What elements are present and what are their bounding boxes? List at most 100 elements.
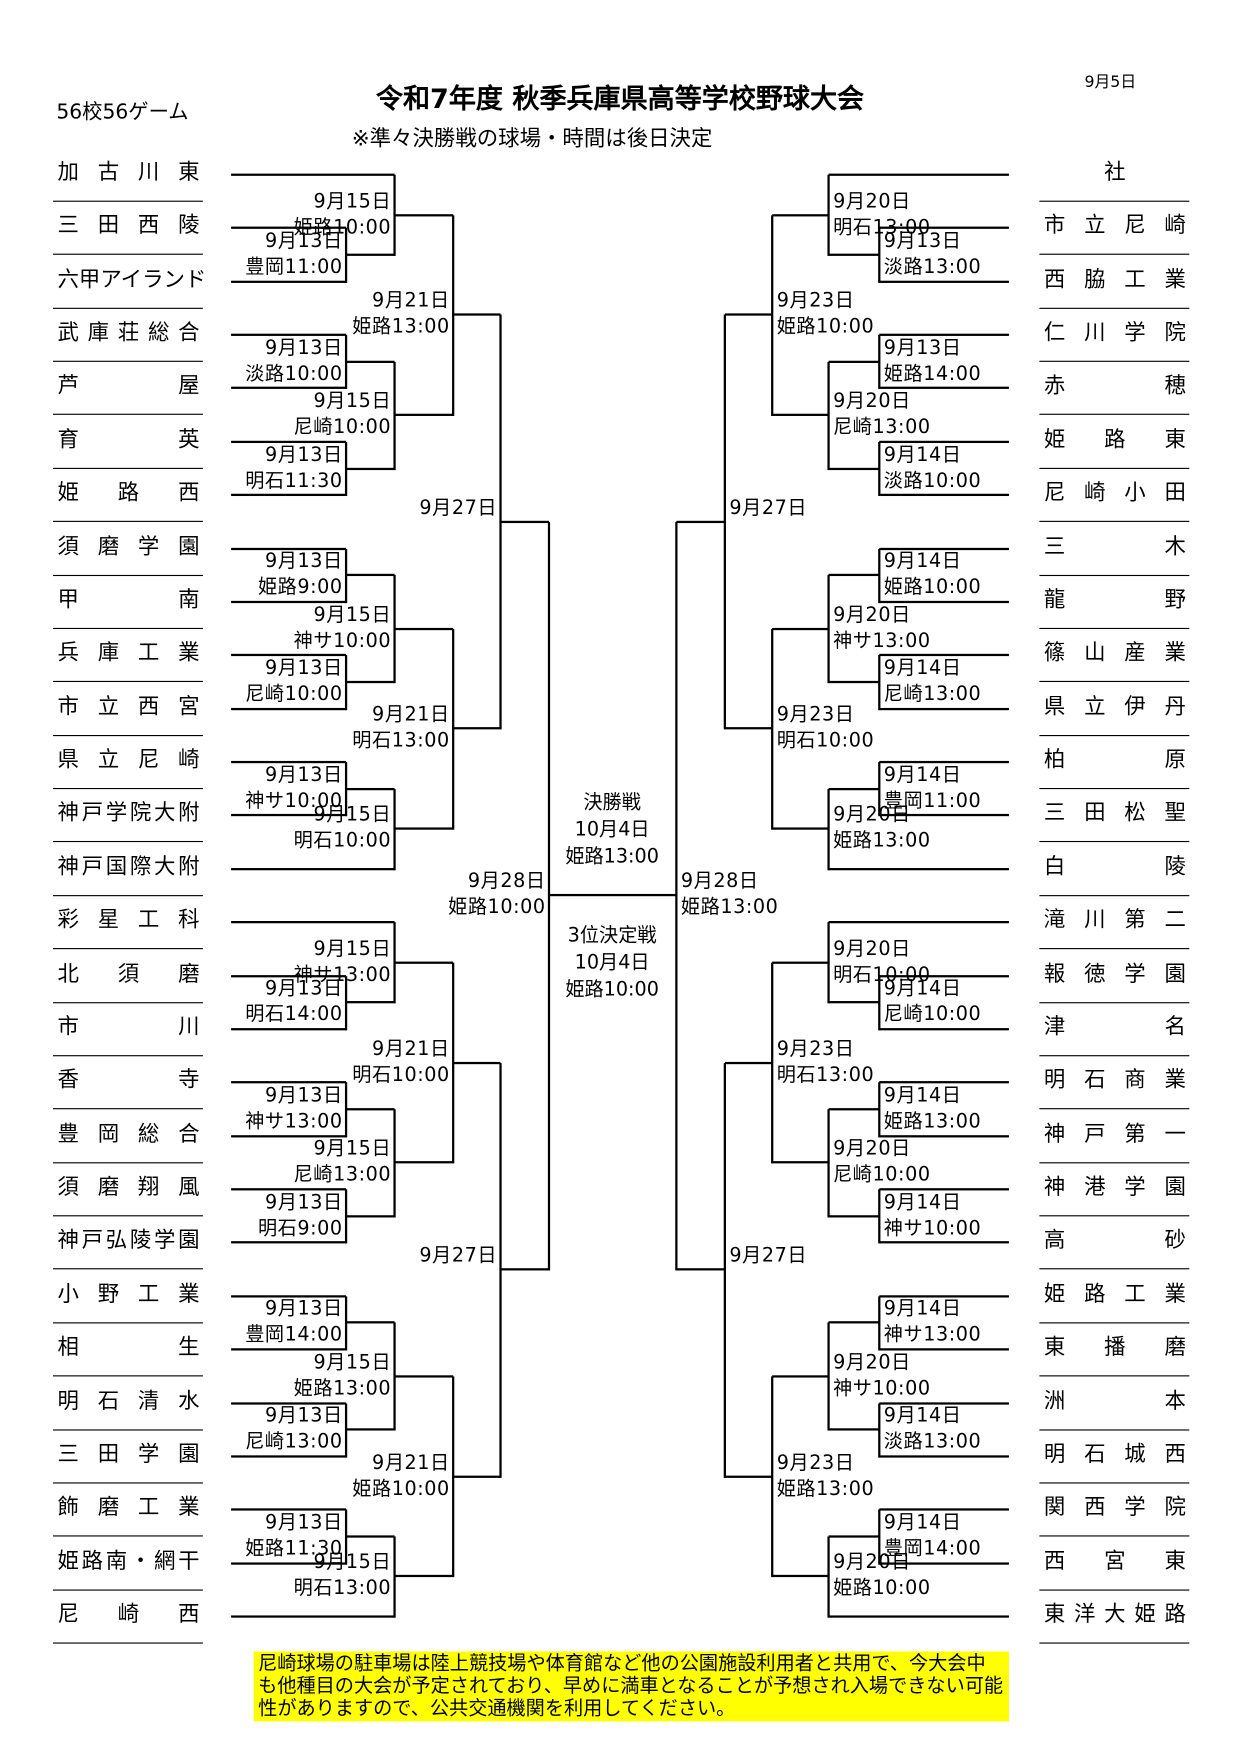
team-name: 六甲アイランド [57, 266, 207, 292]
team-name: 神戸学院大附 [57, 800, 200, 826]
match-venue: 尼崎13:00 [883, 683, 982, 706]
bracket-line [828, 1108, 880, 1111]
bracket-line [453, 313, 501, 317]
bracket-line [771, 1376, 774, 1578]
match-date: 9月13日 [264, 1404, 343, 1428]
row-divider [1039, 200, 1190, 202]
match-date: 9月14日 [883, 1298, 962, 1321]
bracket-line [344, 228, 348, 283]
match-date: 9月15日 [313, 189, 392, 213]
match-venue: 神サ10:00 [293, 629, 392, 653]
row-divider [52, 467, 203, 469]
bracket-line [344, 1509, 348, 1565]
team-name: 須磨学園 [57, 533, 200, 559]
team-name: 三田西陵 [57, 213, 200, 239]
bracket-line [231, 280, 347, 283]
match-venue: 姫路13:00 [680, 896, 779, 920]
bracket-line [231, 707, 347, 710]
bracket-line [828, 360, 880, 363]
match-date: 9月13日 [883, 336, 962, 360]
team-name: 三木 [1043, 533, 1186, 559]
bracket-line [344, 334, 348, 390]
team-name: 尼崎西 [57, 1601, 200, 1627]
bracket-line [393, 1536, 396, 1618]
bracket-line [879, 1508, 1009, 1511]
match-date: 9月13日 [883, 230, 962, 253]
row-divider [1039, 1268, 1190, 1270]
match-venue: 明石13:00 [352, 729, 450, 753]
row-divider [52, 948, 203, 950]
final-title: 決勝戦 [583, 791, 641, 814]
match-date: 9月14日 [883, 1511, 962, 1535]
row-divider [1039, 1055, 1190, 1057]
team-name: 神戸国際大附 [57, 854, 200, 880]
bracket-line [344, 441, 348, 497]
team-name: 姫路東 [1043, 427, 1186, 452]
bracket-line [452, 628, 455, 830]
row-divider [52, 1001, 203, 1003]
match-venue: 姫路13:00 [883, 1110, 982, 1133]
match-date: 9月14日 [883, 443, 962, 467]
bracket-line [500, 1268, 549, 1271]
team-name: 白陵 [1043, 854, 1186, 880]
match-venue: 神サ10:00 [833, 1377, 931, 1400]
team-name: 姫路工業 [1043, 1281, 1186, 1307]
bracket-line [878, 1509, 881, 1565]
bracket-line [828, 467, 880, 470]
row-divider [1039, 1322, 1190, 1324]
match-venue: 姫路9:00 [257, 576, 343, 599]
bracket-line [879, 494, 1009, 497]
match-date: 9月27日 [729, 1244, 808, 1268]
team-name: 東播磨 [1043, 1334, 1186, 1360]
match-date: 9月20日 [833, 1551, 911, 1575]
match-date: 9月14日 [883, 1084, 962, 1107]
match-venue: 姫路14:00 [883, 362, 982, 386]
bracket-line [231, 333, 347, 337]
row-divider [1039, 894, 1190, 896]
team-name: 須磨翔風 [57, 1174, 200, 1200]
bracket-line [344, 1189, 348, 1244]
match-date: 9月13日 [264, 764, 343, 787]
bracket-line [772, 1575, 829, 1578]
bracket-line [828, 921, 1009, 924]
bracket-line [772, 413, 829, 417]
match-date: 9月14日 [883, 657, 962, 680]
team-name: 明石清水 [57, 1388, 200, 1414]
bracket-line [879, 226, 1009, 230]
bracket-line [878, 228, 881, 283]
bracket-line [879, 1295, 1009, 1298]
team-name: 豊岡総合 [57, 1121, 200, 1147]
bracket-line [771, 628, 774, 830]
match-venue: 姫路13:00 [776, 1477, 875, 1501]
bracket-line [394, 1161, 454, 1164]
bracket-line [231, 387, 347, 390]
team-name: 明石商業 [1043, 1067, 1186, 1093]
bracket-line [453, 1475, 501, 1478]
bracket-line [231, 440, 347, 443]
row-divider [52, 574, 203, 576]
row-divider [52, 1642, 203, 1644]
bracket-line [231, 173, 395, 176]
bracket-line [879, 387, 1009, 390]
bracket-line [879, 707, 1009, 710]
bracket-line [346, 360, 395, 363]
bracket-line [675, 521, 678, 1271]
bracket-line [231, 1081, 347, 1084]
bracket-line [548, 894, 677, 897]
bracket-line [393, 788, 396, 871]
match-venue: 姫路10:00 [776, 316, 875, 339]
row-divider [1039, 307, 1190, 309]
row-divider [1039, 521, 1190, 523]
bracket-line [676, 1268, 725, 1271]
bracket-line [772, 827, 829, 831]
match-venue: 明石13:00 [776, 1063, 875, 1087]
bracket-line [828, 1428, 880, 1431]
match-venue: 姫路10:00 [448, 896, 546, 920]
row-divider [1039, 467, 1190, 469]
team-name: 柏原 [1043, 747, 1186, 773]
match-venue: 明石13:00 [293, 1577, 392, 1601]
bracket-line [231, 1561, 347, 1565]
match-date: 9月28日 [467, 870, 546, 894]
team-name: 芦屋 [57, 373, 200, 399]
bracket-line [393, 361, 396, 470]
